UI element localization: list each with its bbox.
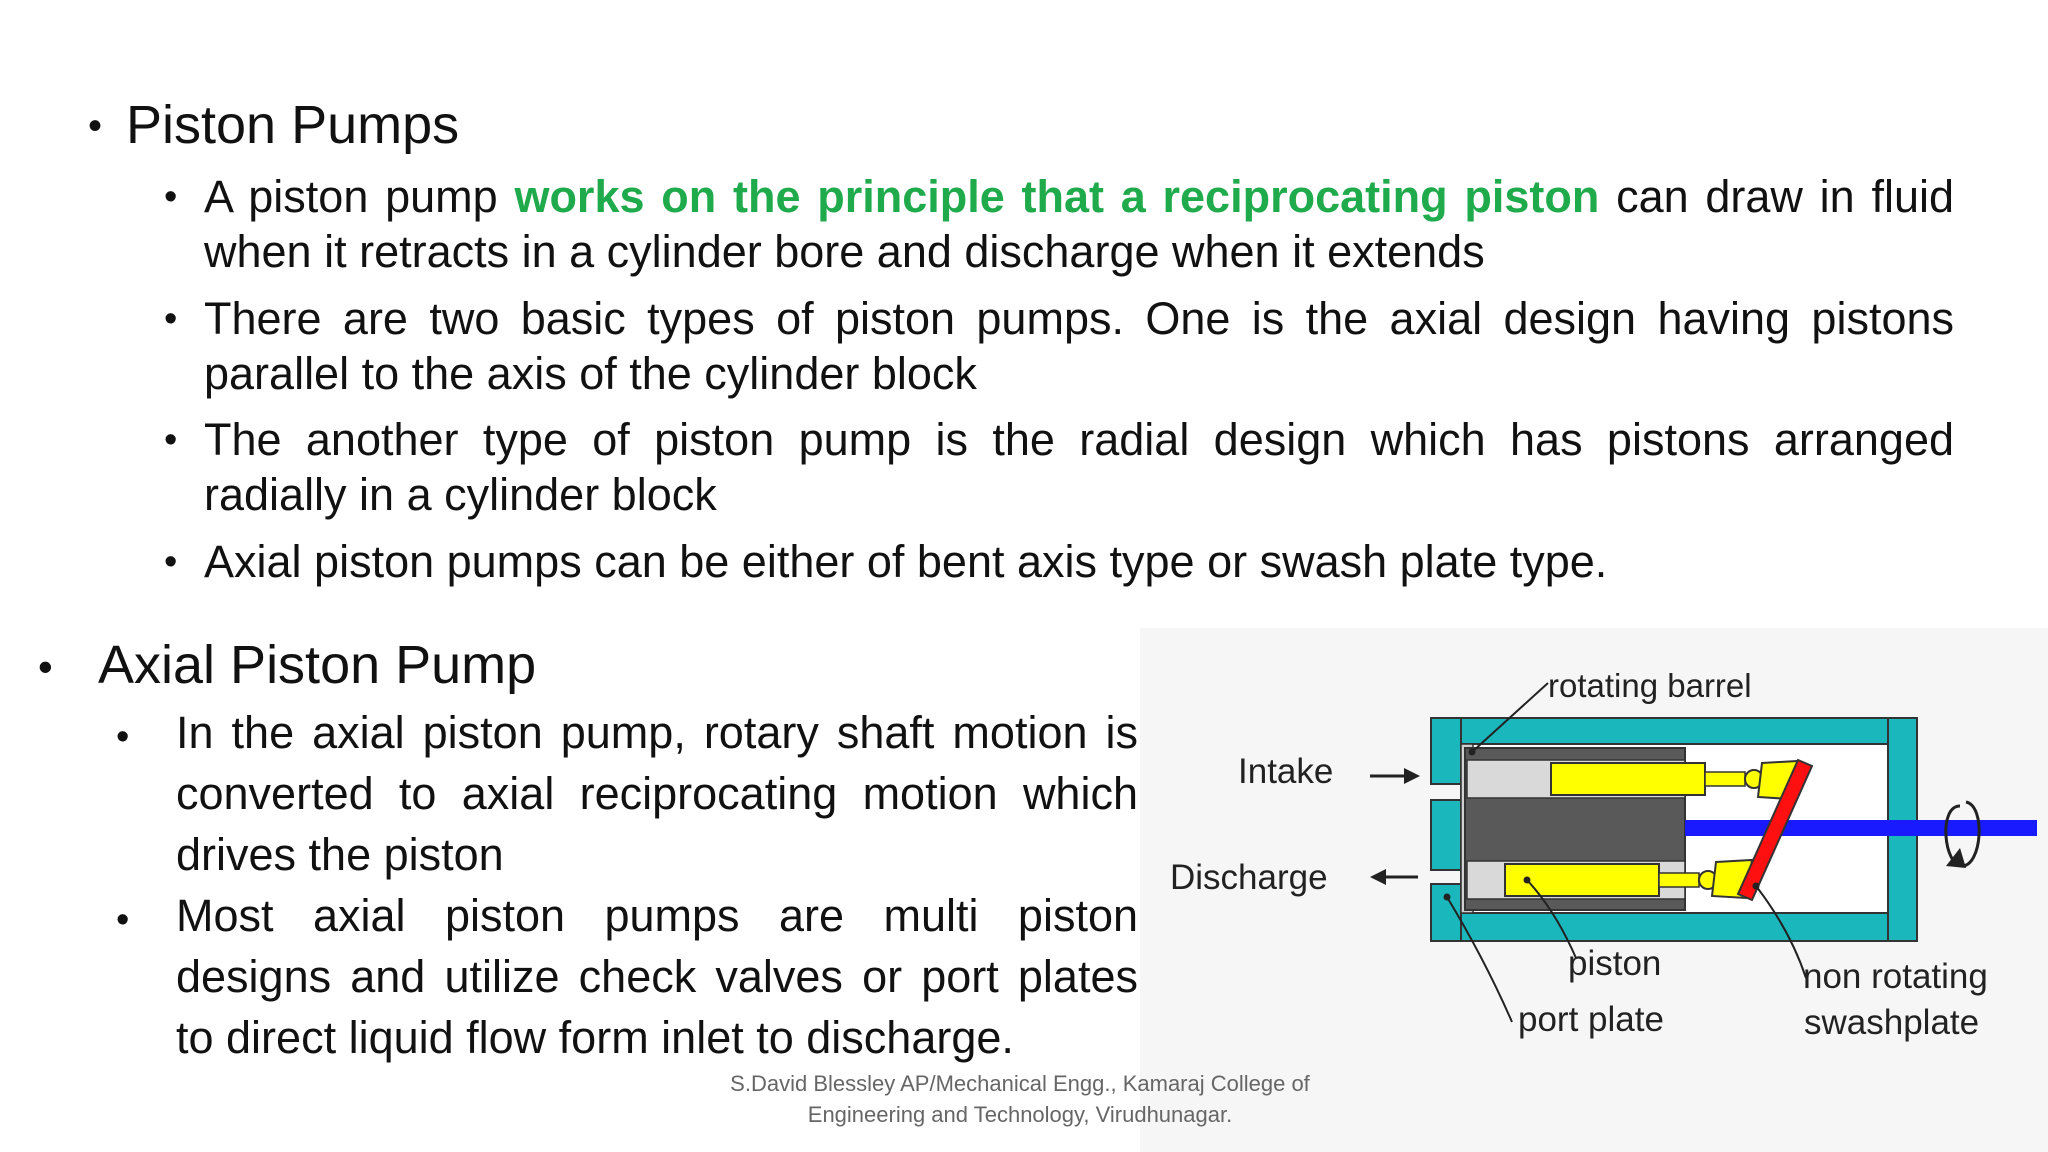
label-rotating-barrel: rotating barrel: [1548, 667, 1752, 704]
paragraph-axial-motion: In the axial piston pump, rotary shaft m…: [176, 707, 1138, 880]
text-fragment: A piston pump: [204, 171, 515, 222]
swashplate: [1736, 758, 1814, 902]
leader-port-plate: [1446, 896, 1513, 1023]
bullet-dot: •: [116, 899, 130, 941]
section-heading-axial-piston-pump: Axial Piston Pump: [98, 635, 537, 695]
bullet-dot: •: [88, 104, 103, 148]
bullet-dot: •: [164, 541, 178, 583]
bullet-dot: •: [116, 716, 130, 758]
label-non-rotating: non rotating: [1803, 957, 1988, 996]
intake-arrowhead-icon: [1404, 768, 1420, 784]
leader-piston: [1526, 879, 1577, 959]
text-fragment: can draw in fluid when it retracts in a …: [204, 171, 1954, 277]
bullet-dot: •: [38, 643, 53, 690]
bullet-dot: •: [164, 298, 178, 340]
label-port-plate: port plate: [1518, 1000, 1664, 1039]
footer-line-1: S.David Blessley AP/Mechanical Engg., Ka…: [730, 1071, 1310, 1096]
section-heading-piston-pumps: Piston Pumps: [126, 95, 460, 155]
housing-wall-left-mid: [1430, 799, 1462, 871]
label-piston: piston: [1568, 944, 1661, 983]
discharge-arrowhead-icon: [1370, 869, 1386, 885]
leader-dot: [1443, 893, 1451, 901]
piston-top: [1550, 762, 1706, 796]
paragraph-multi-piston: Most axial piston pumps are multi piston…: [176, 890, 1138, 1063]
housing-wall-bottom: [1430, 912, 1918, 942]
highlight-text: works on the principle that a reciprocat…: [514, 171, 1600, 222]
leader-rotating-barrel: [1471, 682, 1549, 753]
leader-dot: [1523, 876, 1531, 884]
leader-swashplate: [1755, 885, 1807, 979]
piston-rod-bottom: [1658, 872, 1700, 888]
paragraph-types: There are two basic types of piston pump…: [204, 293, 1954, 399]
leader-dot: [1752, 882, 1760, 890]
bullet-dot: •: [164, 176, 178, 218]
piston-bottom: [1504, 863, 1660, 897]
footer-line-2: Engineering and Technology, Virudhunagar…: [807, 1102, 1233, 1127]
piston-rod-top: [1704, 771, 1746, 787]
slide-footer: S.David Blessley AP/Mechanical Engg., Ka…: [640, 1068, 1400, 1130]
paragraph-principle: A piston pump works on the principle tha…: [204, 169, 1954, 279]
label-intake: Intake: [1238, 752, 1333, 791]
rotation-arrowhead-icon: [1946, 848, 1966, 868]
leader-dot: [1468, 748, 1476, 756]
label-discharge: Discharge: [1170, 858, 1328, 897]
bullet-dot: •: [164, 419, 178, 461]
housing-wall-left-top: [1430, 717, 1462, 785]
axial-piston-pump-diagram: rotating barrel Intake Discharge piston …: [1170, 667, 2037, 1042]
drive-shaft: [1685, 820, 2037, 836]
label-swashplate: swashplate: [1804, 1003, 1979, 1042]
paragraph-radial: The another type of piston pump is the r…: [204, 414, 1954, 520]
paragraph-axial-types: Axial piston pumps can be either of bent…: [204, 536, 1608, 587]
